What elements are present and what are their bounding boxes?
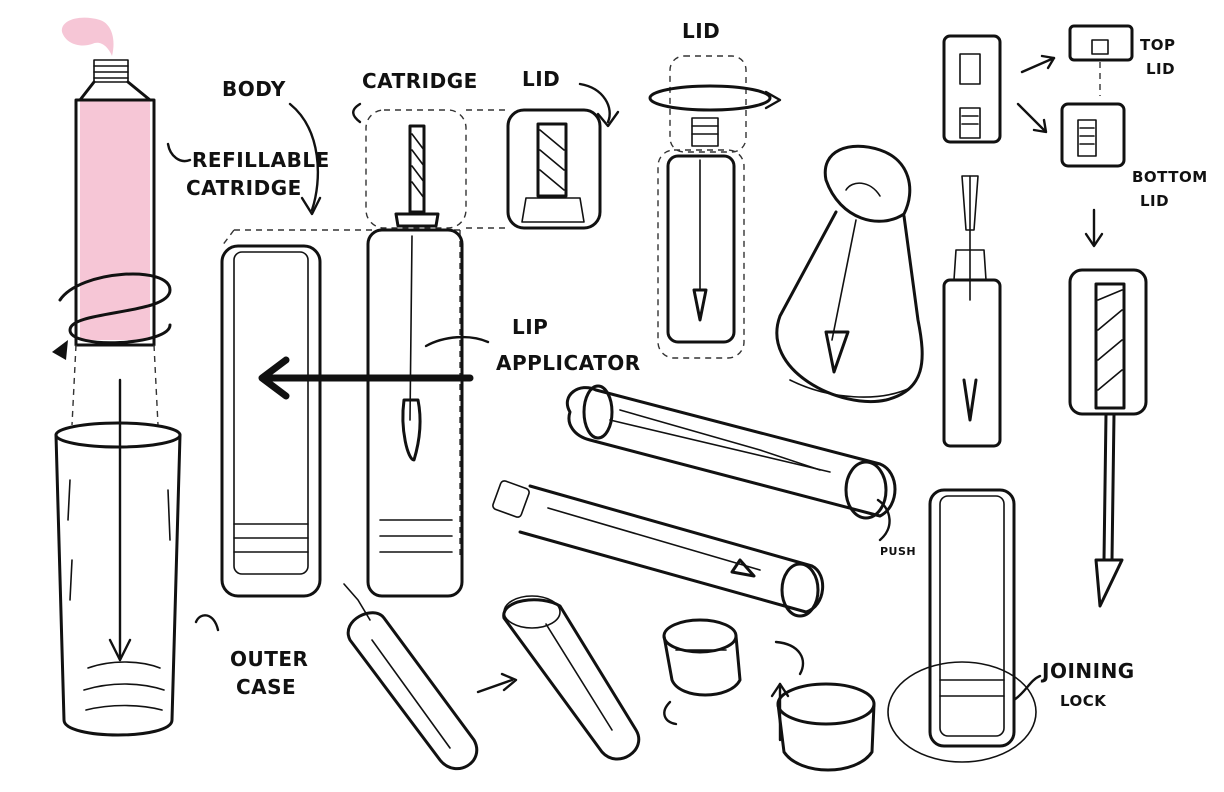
cap-open-sketch [662,618,805,726]
tall-assembly-drawing [887,34,1037,763]
label-top-lid-line1: TOP [1140,36,1175,54]
refillable-cartridge-drawing [52,17,172,426]
horizontal-tube-bottom [492,480,825,618]
label-catridge: CATRIDGE [362,69,478,93]
outer-case-drawing [54,378,182,737]
lid-drawing-small [466,108,602,230]
top-lid-drawing [1068,24,1134,96]
label-lid-top: LID [682,19,720,43]
tilted-vial-left [343,583,479,771]
body-drawing [220,229,461,598]
label-push: PUSH [880,545,916,558]
label-lip-line2: APPLICATOR [496,351,641,375]
label-joining-line1: JOINING [1040,659,1135,683]
label-top-lid-line2: LID [1146,60,1175,78]
label-refillable-line1: REFILLABLE [192,148,330,172]
label-refillable-line2: CATRIDGE [186,176,302,200]
label-lid-middle: LID [522,67,560,91]
cap-closed-sketch [770,682,876,772]
bulb-bottle-drawing [775,144,924,403]
label-outer-case-line2: CASE [236,675,296,699]
label-outer-case-line1: OUTER [230,647,308,671]
label-joining-line2: LOCK [1060,692,1107,710]
label-bottom-lid-line2: LID [1140,192,1169,210]
label-bottom-lid-line1: BOTTOM [1132,168,1208,186]
cartridge-drawing [365,109,467,598]
bottom-lid-drawing [1060,102,1126,168]
right-applicator-drawing [1068,208,1148,608]
horizontal-tube-top [566,384,897,520]
label-lip-line1: LIP [512,315,548,339]
lid-assembly-drawing [648,55,782,359]
tilted-vial-right [502,595,641,761]
label-body: BODY [222,77,286,101]
